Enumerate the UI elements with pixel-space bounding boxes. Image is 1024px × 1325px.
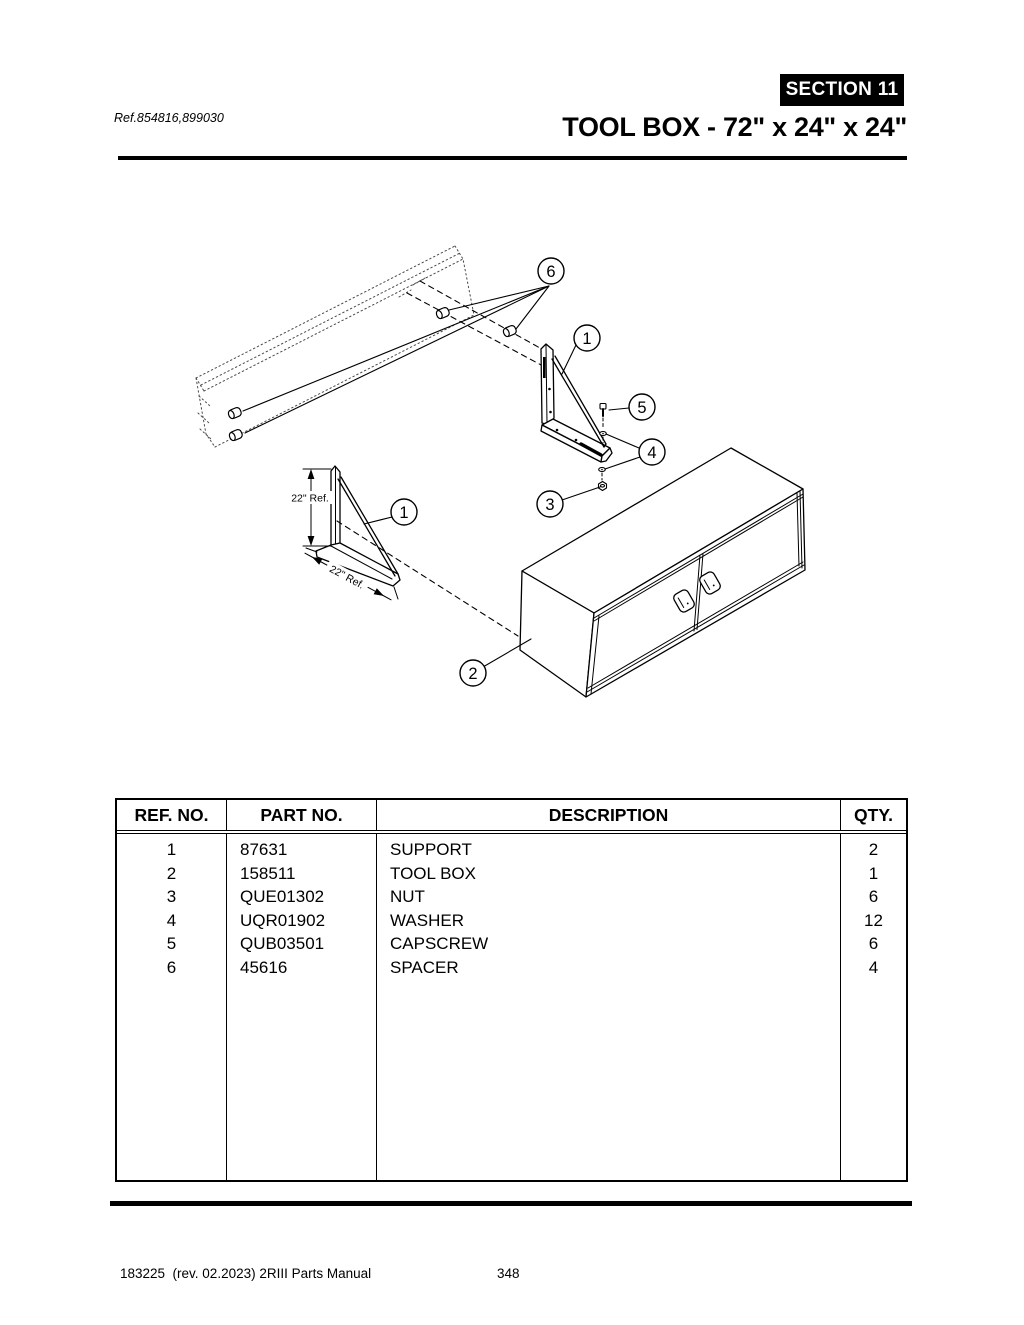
page-title: TOOL BOX - 72" x 24" x 24" (562, 112, 907, 142)
svg-text:1: 1 (582, 330, 591, 348)
table-cell-desc: SUPPORT (390, 840, 472, 859)
column-qty: 2 1 6 12 6 4 (841, 834, 906, 1180)
callout-1-left: 1 (390, 498, 418, 526)
door-handle-left (673, 589, 695, 613)
toolbox-drawing (519, 447, 806, 698)
svg-text:4: 4 (647, 444, 656, 462)
table-cell-ref: 6 (166, 957, 177, 977)
table-cell-ref: 1 (166, 840, 177, 859)
svg-text:5: 5 (637, 399, 646, 417)
table-cell-desc: TOOL BOX (390, 863, 476, 883)
callout-balloons: 6 1 5 4 3 (390, 257, 666, 687)
bracket-to-box-dashed-line (336, 520, 519, 637)
table-cell-qty: 6 (868, 887, 879, 907)
table-cell-qty: 2 (868, 840, 879, 859)
callout-6: 6 (537, 257, 565, 285)
table-cell-qty: 1 (868, 863, 879, 883)
section-badge: SECTION 11 (780, 74, 904, 106)
dim-label-vertical: 22" Ref. (291, 493, 329, 505)
callout-6-leaders (242, 285, 550, 434)
footer-doc-info: 183225 (rev. 02.2023) 2RIII Parts Manual (120, 1266, 372, 1281)
table-cell-part: 45616 (240, 957, 288, 977)
callout-1-right: 1 (573, 324, 601, 352)
table-cell-qty: 4 (868, 957, 879, 977)
spacer (227, 407, 242, 420)
col-header-part-no: PART NO. (227, 800, 377, 830)
table-cell-part: 87631 (240, 840, 288, 859)
table-cell-desc: CAPSCREW (390, 934, 489, 954)
table-cell-qty: 6 (868, 934, 879, 954)
table-cell-desc: SPACER (390, 957, 459, 977)
column-description: SUPPORT TOOL BOX NUT WASHER CAPSCREW SPACER (377, 834, 841, 1180)
spacer (502, 325, 517, 338)
callout-5: 5 (628, 393, 656, 421)
callout-4: 4 (638, 438, 666, 466)
table-cell-ref: 4 (166, 910, 177, 930)
spacer (435, 307, 450, 320)
exploded-parts-diagram: 22" Ref. 22" Ref. (195, 245, 806, 698)
footer-rule (110, 1201, 912, 1206)
dimension-vertical: 22" Ref. (288, 468, 332, 547)
nut (597, 480, 608, 492)
col-header-ref-no: REF. NO. (117, 800, 227, 830)
callout-3: 3 (536, 490, 564, 518)
spacer (228, 429, 243, 442)
callout-leaders (363, 344, 641, 668)
svg-text:3: 3 (545, 496, 554, 514)
col-header-qty: QTY. (854, 805, 893, 825)
table-cell-part: 158511 (240, 863, 296, 883)
svg-text:6: 6 (546, 263, 555, 281)
header-rule (118, 156, 907, 160)
svg-text:2: 2 (468, 665, 477, 683)
reference-numbers: Ref.854816,899030 (114, 111, 224, 125)
alignment-dashed-lines (406, 280, 544, 367)
table-cell-qty: 12 (864, 910, 883, 930)
support-bracket-right (540, 343, 613, 463)
spacer-parts (227, 307, 517, 442)
table-cell-ref: 2 (166, 863, 177, 883)
table-cell-desc: NUT (390, 887, 425, 907)
svg-text:1: 1 (399, 504, 408, 522)
table-cell-part: UQR01902 (240, 910, 326, 930)
table-cell-ref: 3 (166, 887, 177, 907)
parts-table-header: REF. NO. PART NO. DESCRIPTION QTY. (117, 800, 906, 834)
column-ref-no: 1 2 3 4 5 6 (117, 834, 227, 1180)
table-cell-desc: WASHER (390, 910, 464, 930)
table-cell-part: QUE01302 (240, 887, 325, 907)
table-cell-ref: 5 (166, 934, 177, 954)
footer-page-number: 348 (497, 1266, 520, 1281)
table-cell-part: QUB03501 (240, 934, 325, 954)
callout-2: 2 (459, 659, 487, 687)
col-header-description: DESCRIPTION (377, 800, 841, 830)
door-handle-right (699, 571, 721, 595)
